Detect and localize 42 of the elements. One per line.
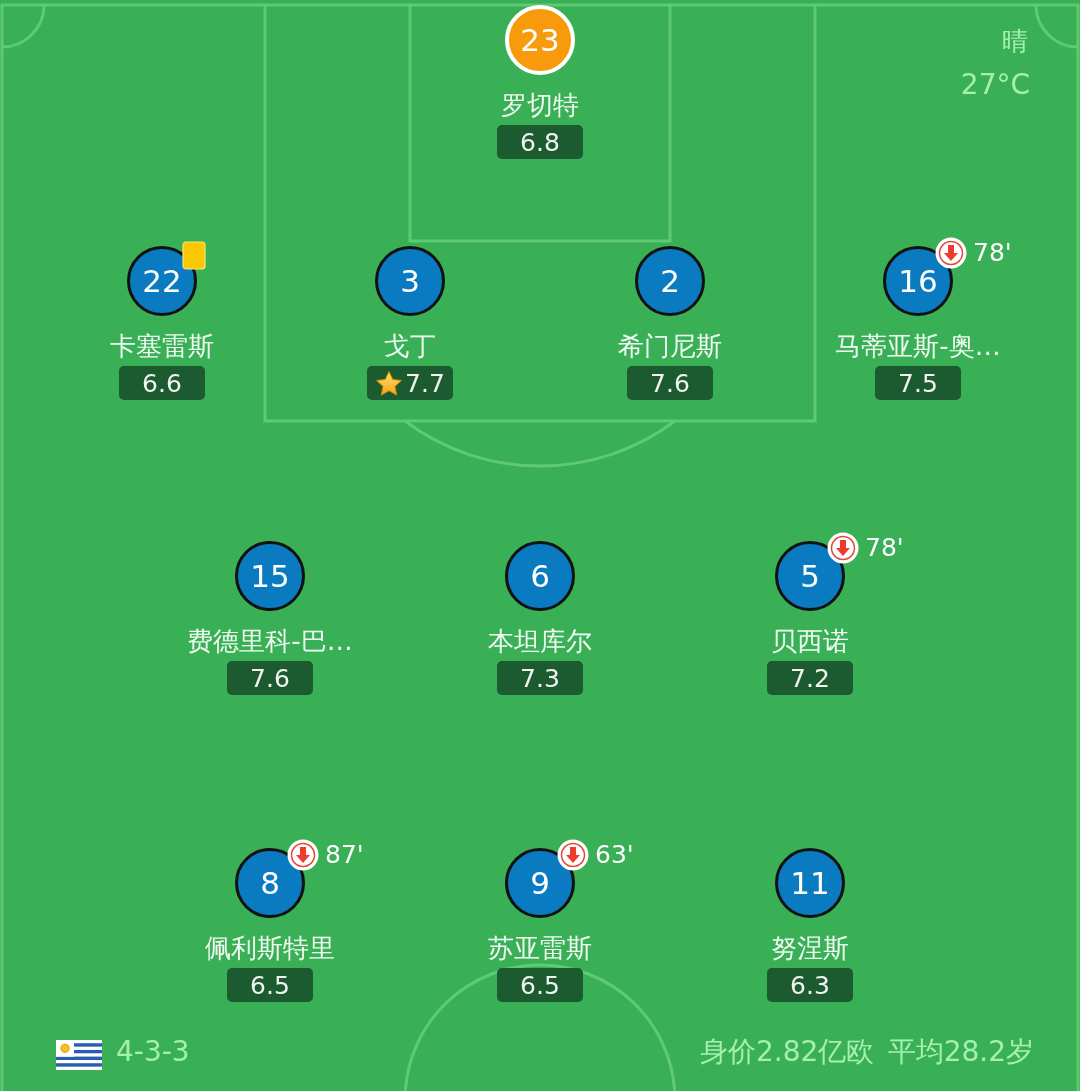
player-marker: 2 [635,246,705,316]
formation-label: 4-3-3 [116,1037,190,1068]
player-marker: 3 [375,246,445,316]
player-name: 贝西诺 [771,627,849,657]
player-marker: 8 [235,848,305,918]
player-marker: 6 [505,541,575,611]
player-name: 苏亚雷斯 [488,934,592,964]
substitution-minute: 63' [595,841,634,867]
player-rating: 7.6 [250,665,290,691]
average-age-label: 平均28.2岁 [887,1037,1034,1068]
player-marker: 5 [775,541,845,611]
market-value-label: 身价2.82亿欧 [700,1037,875,1068]
substitution-minute: 87' [325,841,364,867]
player-marker: 23 [505,5,575,75]
weather-label: 晴 [1002,27,1028,56]
player-rating: 6.6 [142,370,182,396]
player-name: 本坦库尔 [488,627,592,657]
player-name: 马蒂亚斯-奥… [835,332,1001,362]
player-rating: 7.3 [520,665,560,691]
player-rating: 7.5 [898,370,938,396]
player-rating: 6.3 [790,972,830,998]
player-rating: 6.8 [520,129,560,155]
player-rating: 6.5 [520,972,560,998]
player-name: 希门尼斯 [618,332,722,362]
temperature-label: 27°C [960,70,1030,101]
player-marker: 11 [775,848,845,918]
player-marker: 22 [127,246,197,316]
player-marker: 15 [235,541,305,611]
player-name: 努涅斯 [771,934,849,964]
player-rating: 7.7 [405,370,445,396]
player-name: 罗切特 [501,91,579,121]
player-rating: 6.5 [250,972,290,998]
player-name: 戈丁 [384,332,436,362]
player-marker: 16 [883,246,953,316]
player-rating: 7.2 [790,665,830,691]
player-marker: 9 [505,848,575,918]
player-rating: 7.6 [650,370,690,396]
player-name: 卡塞雷斯 [110,332,214,362]
substitution-minute: 78' [865,534,904,560]
player-name: 费德里科-巴… [187,627,353,657]
player-name: 佩利斯特里 [205,934,335,964]
substitution-minute: 78' [973,239,1012,265]
